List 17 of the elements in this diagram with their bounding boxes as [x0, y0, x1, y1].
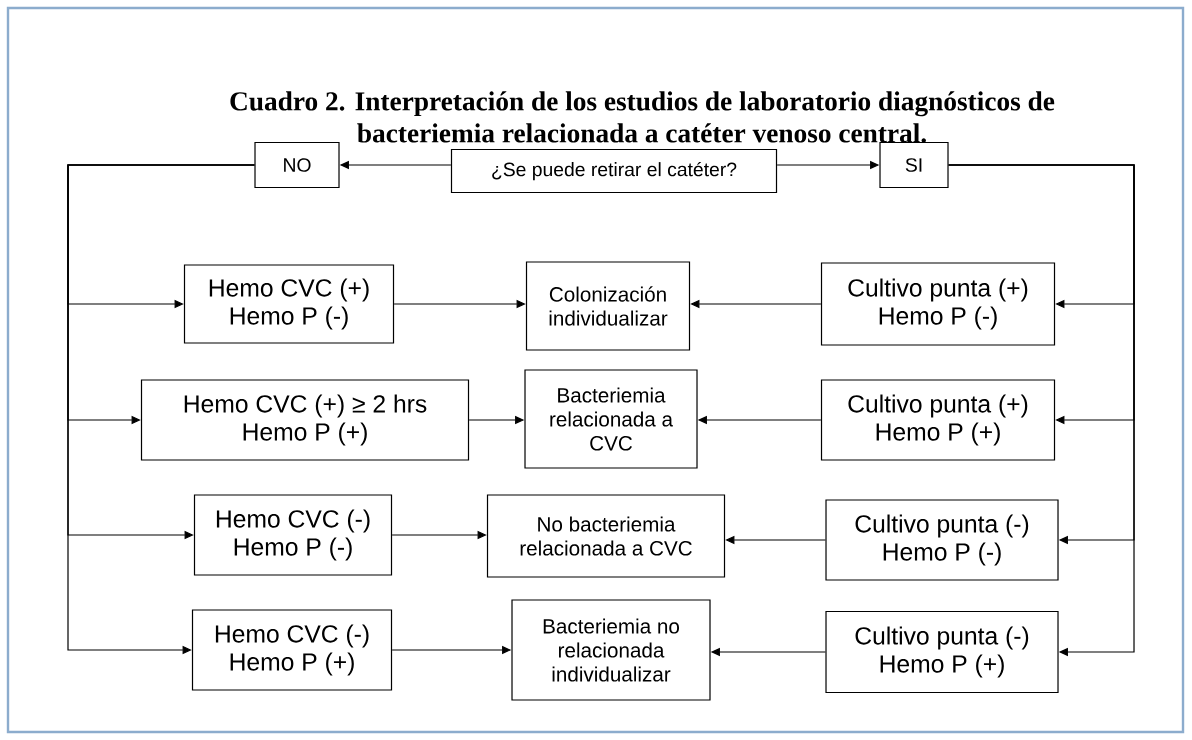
process-box: No bacteriemia relacionada a CVC — [486, 494, 726, 578]
process-box: Hemo CVC (+) ≥ 2 hrs Hemo P (+) — [140, 379, 470, 461]
process-box: Cultivo punta (-) Hemo P (+) — [825, 610, 1059, 694]
process-box: Bacteriemia relacionada a CVC — [524, 369, 698, 469]
process-box: Hemo CVC (+) Hemo P (-) — [183, 264, 395, 344]
process-box: Cultivo punta (+) Hemo P (-) — [820, 262, 1056, 346]
process-box: Colonización individualizar — [525, 261, 691, 351]
process-box: Cultivo punta (-) Hemo P (-) — [825, 499, 1059, 581]
process-box: NO — [254, 141, 340, 189]
process-box: Bacteriemia no relacionada individualizar — [511, 599, 711, 701]
title: Cuadro 2. Interpretación de los estudios de laboratorio diagnósticos de bacteriemia relacionada a catéter venoso central. — [230, 91, 1055, 143]
process-box: Hemo CVC (-) Hemo P (+) — [191, 609, 393, 691]
arrow — [948, 164, 1135, 657]
process-box: SI — [879, 141, 949, 189]
process-box: Hemo CVC (-) Hemo P (-) — [193, 494, 393, 576]
process-box: Cultivo punta (+) Hemo P (+) — [820, 379, 1056, 461]
process-box: ¿Se puede retirar el catéter? — [450, 148, 778, 194]
